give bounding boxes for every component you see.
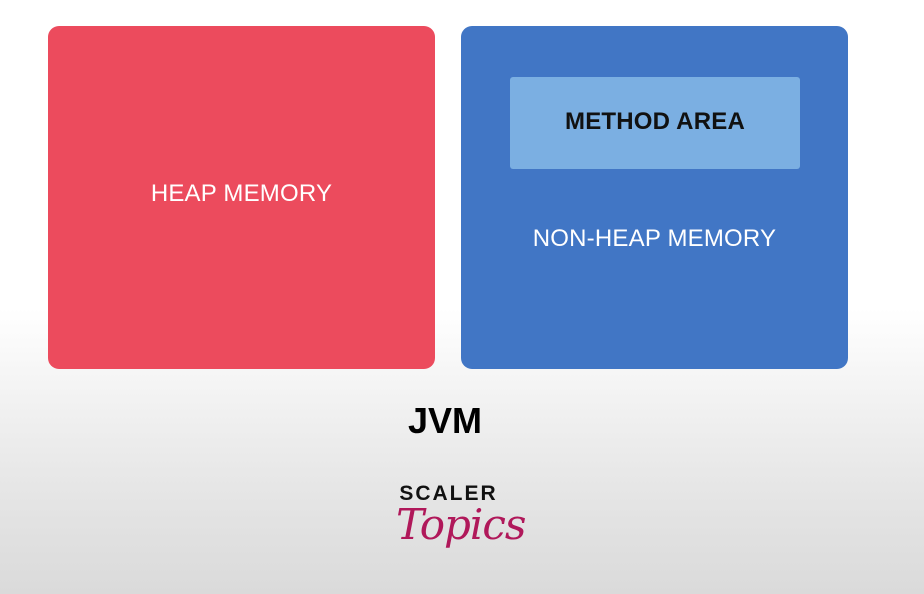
method-area-label: METHOD AREA: [565, 108, 745, 135]
logo-topics-text: Topics: [396, 500, 526, 549]
method-area-box: METHOD AREA: [510, 77, 800, 169]
non-heap-memory-box: METHOD AREA NON-HEAP MEMORY: [461, 26, 848, 369]
heap-memory-label: HEAP MEMORY: [150, 180, 333, 207]
scaler-topics-logo: SCALER Topics: [392, 480, 526, 572]
jvm-caption: JVM: [407, 400, 483, 441]
logo-scaler-text: SCALER: [399, 482, 498, 505]
non-heap-memory-label: NON-HEAP MEMORY: [532, 225, 777, 252]
heap-memory-box: HEAP MEMORY: [48, 26, 435, 369]
